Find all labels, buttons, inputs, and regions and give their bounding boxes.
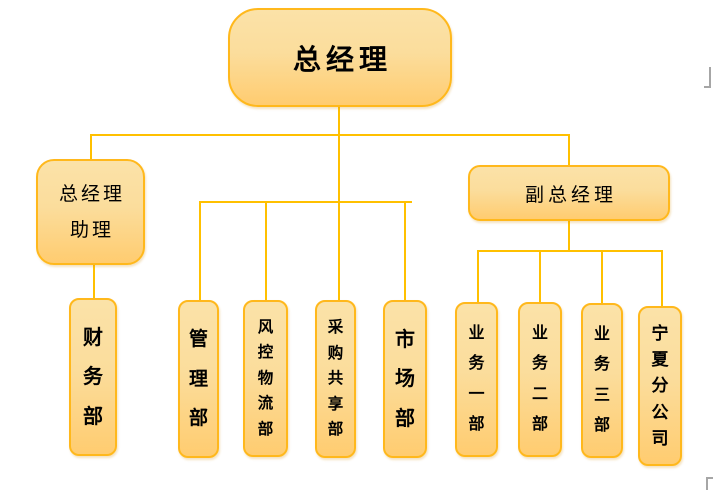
org-node-gm-assistant[interactable]: 总经理 助理: [36, 159, 145, 265]
connector-ningxia-drop: [661, 250, 663, 308]
connector-fengkong-drop: [265, 201, 267, 302]
connector-finance-drop: [93, 264, 95, 300]
connector-level1-hbar: [90, 134, 570, 136]
connector-biz3-drop: [601, 250, 603, 305]
org-node-deputy-general-manager[interactable]: 副总经理: [468, 165, 670, 221]
org-node-label: 副总经理: [524, 184, 617, 206]
connector-deputy-hbar: [477, 250, 663, 252]
org-node-procurement-sharing-dept[interactable]: 采购共享部: [315, 300, 356, 458]
org-node-finance-dept[interactable]: 财务部: [69, 298, 117, 456]
org-node-ningxia-branch[interactable]: 宁夏分公司: [638, 306, 682, 466]
connector-biz2-drop: [539, 250, 541, 304]
org-node-business-dept-3[interactable]: 业务三部: [581, 303, 623, 458]
connector-mid-hbar: [199, 201, 412, 203]
org-node-management-dept[interactable]: 管理部: [178, 300, 219, 458]
org-node-risk-logistics-dept[interactable]: 风控物流部: [243, 300, 288, 457]
connector-biz1-drop: [477, 250, 479, 304]
connector-mgmt-drop: [199, 201, 201, 302]
connector-market-drop: [404, 201, 406, 302]
org-node-marketing-dept[interactable]: 市场部: [383, 300, 427, 458]
org-node-general-manager[interactable]: 总经理: [228, 8, 452, 107]
org-node-business-dept-1[interactable]: 业务一部: [455, 302, 498, 457]
connector-root-stem: [338, 107, 340, 301]
connector-deputy-stem: [568, 220, 570, 251]
connector-assistant-drop: [90, 134, 92, 161]
page-corner-mark: [704, 67, 711, 88]
org-node-label: 总经理: [292, 44, 392, 76]
connector-deputy-drop: [568, 134, 570, 167]
org-node-business-dept-2[interactable]: 业务二部: [518, 302, 562, 457]
org-node-label: 总经理 助理: [58, 183, 125, 241]
page-corner-mark: [706, 477, 713, 490]
